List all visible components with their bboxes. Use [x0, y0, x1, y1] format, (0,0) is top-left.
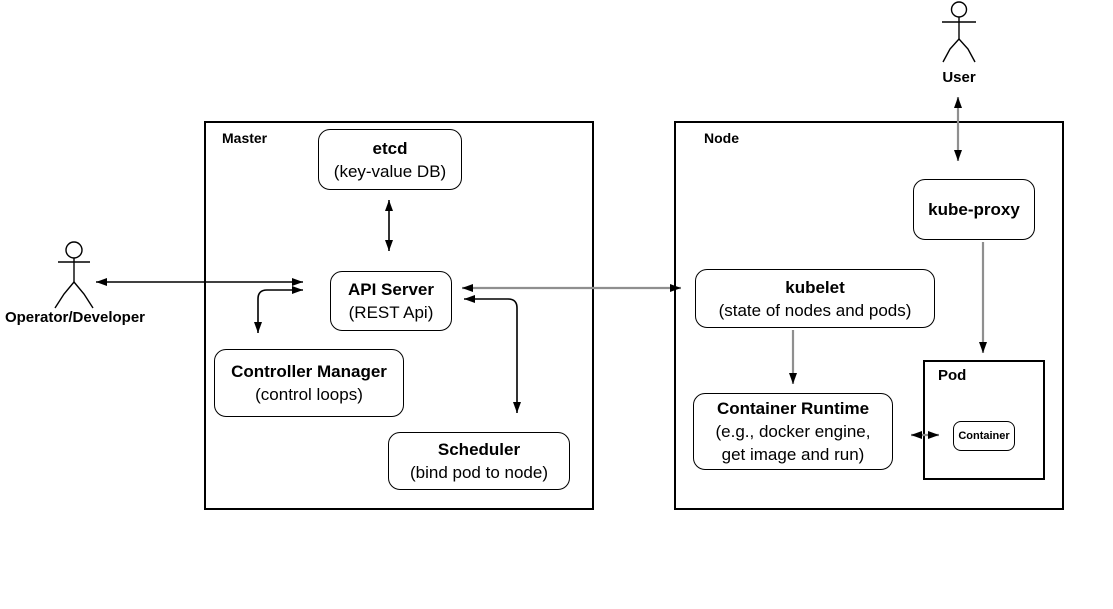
- api-server-box: API Server (REST Api): [330, 271, 452, 331]
- etcd-subtitle: (key-value DB): [333, 161, 447, 181]
- node-group-box: [674, 121, 1064, 510]
- kube-proxy-title: kube-proxy: [928, 200, 1020, 219]
- scheduler-title: Scheduler: [437, 440, 521, 459]
- user-label: User: [942, 69, 976, 86]
- node-label: Node: [704, 130, 739, 146]
- master-label: Master: [222, 130, 268, 146]
- container-box: Container: [953, 421, 1015, 451]
- kubelet-box: kubelet (state of nodes and pods): [695, 269, 935, 328]
- operator-actor-icon: [54, 241, 94, 309]
- etcd-box: etcd (key-value DB): [318, 129, 462, 190]
- scheduler-subtitle: (bind pod to node): [410, 463, 548, 482]
- scheduler-box: Scheduler (bind pod to node): [388, 432, 570, 490]
- kube-proxy-box: kube-proxy: [913, 179, 1035, 240]
- etcd-title: etcd: [372, 138, 408, 158]
- api-server-subtitle: (REST Api): [348, 303, 434, 322]
- controller-manager-box: Controller Manager (control loops): [214, 349, 404, 417]
- kubelet-title: kubelet: [785, 277, 845, 297]
- pod-label: Pod: [938, 367, 967, 384]
- container-runtime-title: Container Runtime: [716, 399, 870, 418]
- controller-manager-subtitle: (control loops): [255, 385, 363, 404]
- api-server-title: API Server: [348, 280, 434, 299]
- kubelet-subtitle: (state of nodes and pods): [718, 300, 912, 320]
- pod-box: [923, 360, 1045, 480]
- container-runtime-subtitle-line2: get image and run): [721, 445, 865, 464]
- controller-manager-title: Controller Manager: [231, 362, 387, 381]
- container-title: Container: [958, 429, 1010, 442]
- container-runtime-subtitle-line1: (e.g., docker engine,: [715, 422, 871, 441]
- operator-label: Operator/Developer: [4, 309, 146, 326]
- master-group-box: [204, 121, 594, 510]
- user-actor-icon: [942, 1, 976, 63]
- container-runtime-box: Container Runtime (e.g., docker engine, …: [693, 393, 893, 470]
